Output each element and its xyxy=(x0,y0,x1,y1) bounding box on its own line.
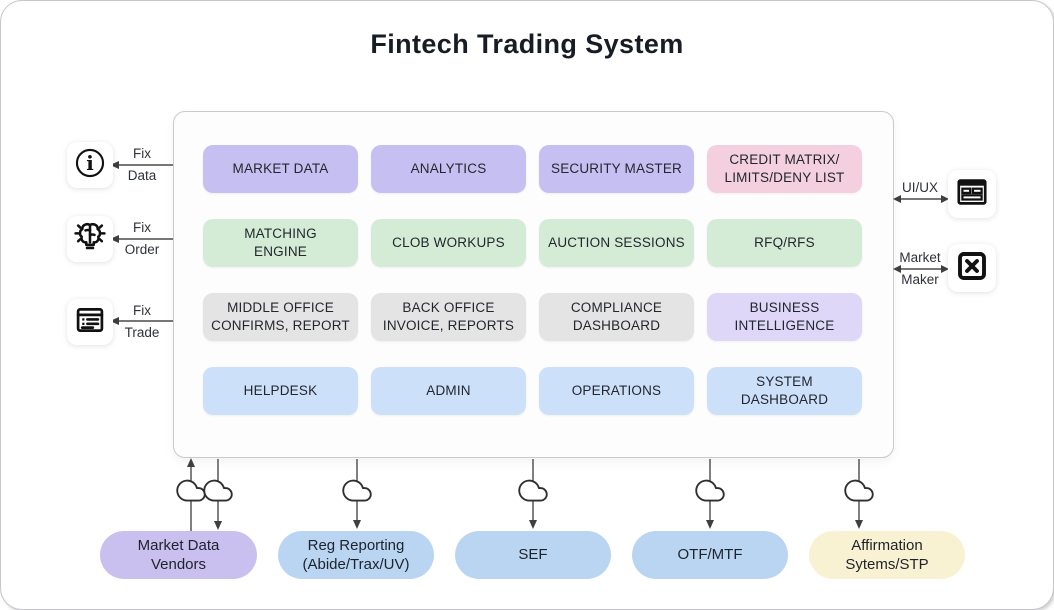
fix-order-node xyxy=(67,216,113,262)
trade-form-icon xyxy=(73,303,107,342)
system-box-operations: OPERATIONS xyxy=(539,367,694,415)
ui-ux-node xyxy=(948,170,996,218)
system-box-back-office: BACK OFFICE INVOICE, REPORTS xyxy=(371,293,526,341)
cloud-icons xyxy=(176,479,874,502)
system-box-compliance-dashboard: COMPLIANCE DASHBOARD xyxy=(539,293,694,341)
system-box-credit-matrix: CREDIT MATRIX/ LIMITS/DENY LIST xyxy=(707,145,862,193)
external-node-market-data-vendors: Market Data Vendors xyxy=(100,531,257,579)
trading-system-container: MARKET DATA ANALYTICS SECURITY MASTER CR… xyxy=(173,111,894,458)
system-box-security-master: SECURITY MASTER xyxy=(539,145,694,193)
fix-data-label-top: Fix xyxy=(133,146,151,161)
fix-trade-node xyxy=(67,299,113,345)
info-icon: i xyxy=(73,146,107,185)
system-box-system-dashboard: SYSTEM DASHBOARD xyxy=(707,367,862,415)
market-maker-label-top: Market xyxy=(899,250,941,265)
fix-order-label-top: Fix xyxy=(133,220,151,235)
close-square-icon xyxy=(954,248,990,289)
browser-window-icon xyxy=(954,174,990,215)
external-node-sef: SEF xyxy=(455,531,611,579)
system-box-auction-sessions: AUCTION SESSIONS xyxy=(539,219,694,267)
system-box-rfq-rfs: RFQ/RFS xyxy=(707,219,862,267)
market-maker-node xyxy=(948,244,996,292)
system-box-market-data: MARKET DATA xyxy=(203,145,358,193)
system-box-analytics: ANALYTICS xyxy=(371,145,526,193)
system-box-middle-office: MIDDLE OFFICE CONFIRMS, REPORT xyxy=(203,293,358,341)
svg-text:i: i xyxy=(86,150,94,174)
brain-idea-icon xyxy=(72,219,108,260)
system-box-helpdesk: HELPDESK xyxy=(203,367,358,415)
external-node-otf-mtf: OTF/MTF xyxy=(632,531,788,579)
fix-order-label-bottom: Order xyxy=(124,242,160,257)
fix-data-node: i xyxy=(67,142,113,188)
fix-data-label-bottom: Data xyxy=(127,168,157,183)
system-box-admin: ADMIN xyxy=(371,367,526,415)
system-box-matching-engine: MATCHING ENGINE xyxy=(203,219,358,267)
external-node-reg-reporting: Reg Reporting (Abide/Trax/UV) xyxy=(278,531,434,579)
fix-trade-label-bottom: Trade xyxy=(124,325,160,340)
ui-ux-label: UI/UX xyxy=(901,180,938,195)
fix-trade-label-top: Fix xyxy=(133,303,151,318)
external-node-affirmation-stp: Affirmation Sytems/STP xyxy=(809,531,965,579)
market-maker-label-bottom: Maker xyxy=(901,272,939,287)
system-box-business-intelligence: BUSINESS INTELLIGENCE xyxy=(707,293,862,341)
page-title: Fintech Trading System xyxy=(370,29,684,59)
system-box-clob-workups: CLOB WORKUPS xyxy=(371,219,526,267)
